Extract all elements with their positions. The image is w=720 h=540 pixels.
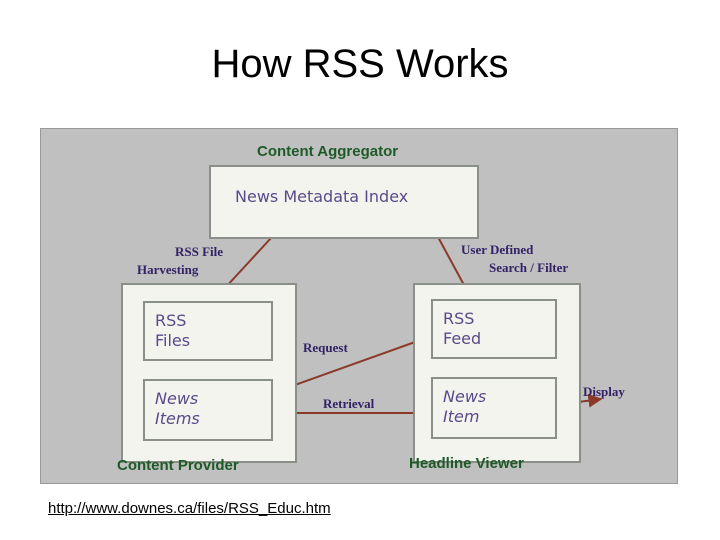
rss-files-box: RSS Files [143,301,273,361]
rss-feed-box: RSS Feed [431,299,557,359]
content-provider-label: Content Provider [117,457,239,474]
content-aggregator-label: Content Aggregator [257,143,399,160]
headline-viewer-box: RSS Feed News Item [413,283,581,463]
rss-feed-text: RSS Feed [443,309,482,348]
request-label: Request [303,340,348,355]
rss-files-text: RSS Files [155,311,191,350]
news-item-box: News Item [431,377,557,439]
display-label: Display [583,384,625,399]
rss-diagram: Content Aggregator News Metadata Index R… [40,128,678,484]
retrieval-label: Retrieval [323,396,375,411]
harvesting-label: Harvesting [137,262,199,277]
headline-viewer-label: Headline Viewer [409,455,524,472]
search-filter-label: Search / Filter [489,260,569,275]
content-provider-box: RSS Files News Items [121,283,297,463]
news-metadata-index-box: News Metadata Index [209,165,479,239]
source-link[interactable]: http://www.downes.ca/files/RSS_Educ.htm [48,500,331,517]
page-title: How RSS Works [211,42,509,86]
user-defined-label: User Defined [461,242,534,257]
news-items-text: News Items [155,389,200,428]
news-metadata-index-text: News Metadata Index [235,187,409,206]
rss-file-label: RSS File [175,244,224,259]
news-items-box: News Items [143,379,273,441]
news-item-text: News Item [443,387,487,426]
